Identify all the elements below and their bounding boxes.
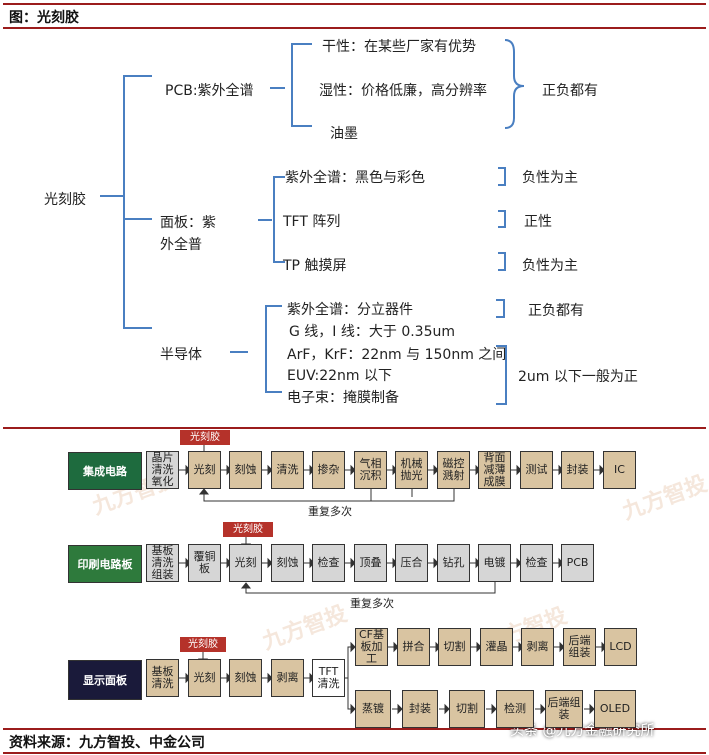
step-box: 切割 bbox=[449, 690, 485, 728]
root-label: 光刻胶 bbox=[44, 192, 86, 208]
step-box: PCB bbox=[561, 544, 594, 582]
step-box: 机械抛光 bbox=[395, 451, 428, 489]
step-box: 磁控溅射 bbox=[437, 451, 470, 489]
step-box: 清洗 bbox=[271, 451, 304, 489]
step-box: 晶片清洗氧化 bbox=[146, 451, 179, 489]
step-box: 背面减薄成膜 bbox=[478, 451, 511, 489]
pcb-item: 干性：在某些厂家有优势 bbox=[322, 39, 476, 55]
display-thumbnail: 显示面板 bbox=[68, 660, 142, 700]
step-box: 电镀 bbox=[478, 544, 511, 582]
step-box: 掺杂 bbox=[312, 451, 345, 489]
pcb-item: 湿性：价格低廉，高分辨率 bbox=[319, 83, 487, 99]
photoresist-tag: 光刻胶 bbox=[223, 522, 273, 537]
step-box: 刻蚀 bbox=[229, 451, 262, 489]
step-box: 气相沉积 bbox=[354, 451, 387, 489]
panel-label: 面板：紫 bbox=[160, 215, 216, 231]
step-box: CF基板加工 bbox=[355, 628, 388, 666]
step-box: 光刻 bbox=[229, 544, 262, 582]
repeat-label: 重复多次 bbox=[308, 505, 352, 518]
panel-item: 紫外全谱：黑色与彩色 bbox=[285, 170, 425, 186]
pcb-thumbnail: 印刷电路板 bbox=[68, 545, 142, 583]
step-box: 基板清洗组装 bbox=[146, 544, 179, 582]
step-box: 拼合 bbox=[397, 628, 430, 666]
footer-bar: 资料来源：九方智投、中金公司 bbox=[3, 728, 706, 754]
pcb-note: 正负都有 bbox=[542, 83, 598, 99]
semi-item: G 线，I 线：大于 0.35um bbox=[289, 324, 456, 340]
semi-note: 2um 以下一般为正 bbox=[518, 369, 638, 385]
photoresist-tag: 光刻胶 bbox=[180, 430, 230, 445]
figure-title: 图：光刻胶 bbox=[9, 10, 79, 26]
tree-brackets bbox=[100, 39, 525, 405]
step-box: LCD bbox=[604, 628, 637, 666]
step-box: 剥离 bbox=[521, 628, 554, 666]
step-box: 检查 bbox=[312, 544, 345, 582]
panel-item: TP 触摸屏 bbox=[283, 258, 347, 274]
panel-note: 负性为主 bbox=[522, 170, 578, 186]
step-box: 钻孔 bbox=[437, 544, 470, 582]
photoresist-tag: 光刻胶 bbox=[180, 637, 226, 652]
pcb-item: 油墨 bbox=[330, 126, 358, 142]
step-box: 刻蚀 bbox=[229, 659, 262, 697]
step-box: 顶叠 bbox=[354, 544, 387, 582]
semi-note: 正负都有 bbox=[528, 303, 584, 319]
step-box: 剥离 bbox=[271, 659, 304, 697]
step-box: 检查 bbox=[520, 544, 553, 582]
repeat-label: 重复多次 bbox=[350, 597, 394, 610]
step-box: 压合 bbox=[395, 544, 428, 582]
step-box: IC bbox=[603, 451, 636, 489]
step-box: 灌晶 bbox=[480, 628, 513, 666]
step-box: TFT清洗 bbox=[312, 659, 345, 697]
semi-item: ArF，KrF：22nm 与 150nm 之间 bbox=[287, 347, 507, 363]
step-box: 检测 bbox=[496, 690, 534, 728]
step-box: 蒸镀 bbox=[355, 690, 391, 728]
panel-note: 正性 bbox=[524, 214, 552, 230]
section-divider bbox=[3, 427, 706, 429]
semi-item: 紫外全谱：分立器件 bbox=[287, 302, 413, 318]
step-box: 测试 bbox=[520, 451, 553, 489]
step-box: 光刻 bbox=[188, 659, 221, 697]
step-box: 封装 bbox=[561, 451, 594, 489]
step-box: 封装 bbox=[402, 690, 438, 728]
header-bar: 图：光刻胶 bbox=[3, 3, 706, 29]
step-box: 后端组装 bbox=[563, 628, 596, 666]
panel-label: 外全普 bbox=[160, 237, 202, 253]
step-box: OLED bbox=[594, 690, 636, 728]
step-box: 光刻 bbox=[188, 451, 221, 489]
panel-note: 负性为主 bbox=[522, 258, 578, 274]
semi-item: 电子束：掩膜制备 bbox=[287, 390, 399, 406]
panel-item: TFT 阵列 bbox=[283, 214, 341, 230]
step-box: 切割 bbox=[438, 628, 471, 666]
semi-label: 半导体 bbox=[160, 347, 202, 363]
step-box: 覆铜板 bbox=[188, 544, 221, 582]
pcb-label: PCB:紫外全谱 bbox=[165, 83, 254, 99]
semi-item: EUV:22nm 以下 bbox=[287, 368, 393, 384]
step-box: 后端组装 bbox=[545, 690, 583, 728]
step-box: 基板清洗 bbox=[146, 659, 179, 697]
step-box: 刻蚀 bbox=[271, 544, 304, 582]
source-text: 资料来源：九方智投、中金公司 bbox=[9, 735, 205, 751]
ic-thumbnail: 集成电路 bbox=[68, 452, 142, 490]
